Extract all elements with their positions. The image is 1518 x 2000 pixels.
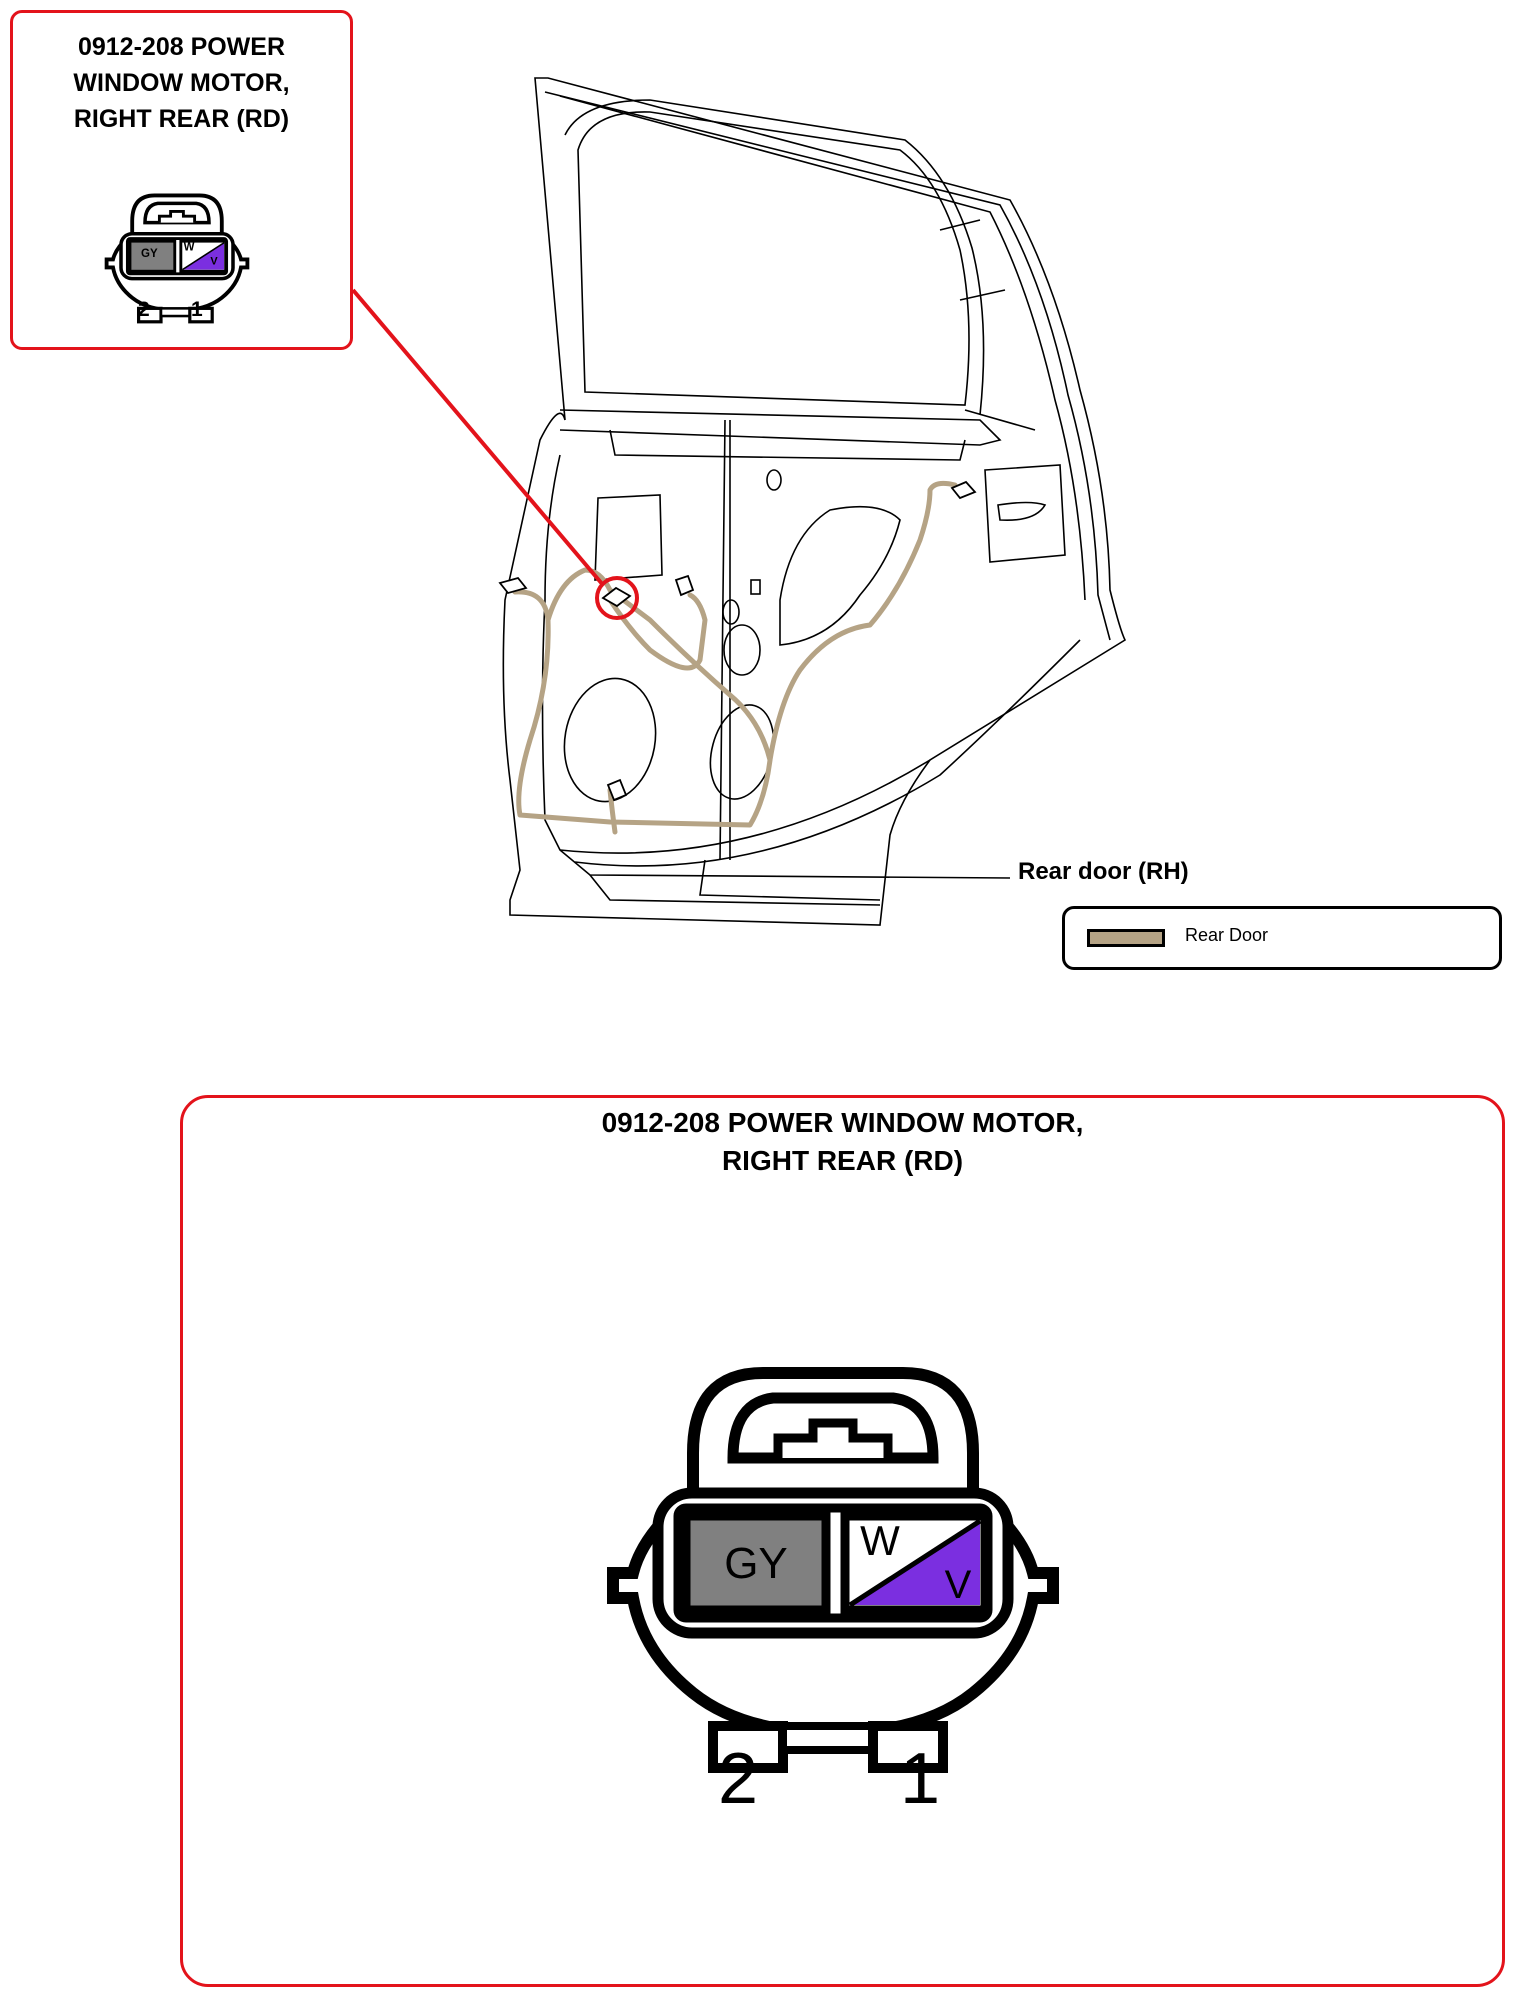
- callout-title-line3: RIGHT REAR (RD): [73, 105, 290, 133]
- callout-title: 0912-208 POWER WINDOW MOTOR, RIGHT REAR …: [13, 29, 350, 137]
- legend-label-rear-door: Rear Door: [1185, 925, 1269, 945]
- detail-title-line1: 0912-208 POWER WINDOW MOTOR,: [601, 1107, 1084, 1138]
- callout-title-line1: 0912-208 POWER: [77, 33, 286, 61]
- connector-highlight-circle: [595, 576, 639, 620]
- callout-title-line2: WINDOW MOTOR,: [73, 69, 290, 97]
- detail-pin-1-label: 1: [900, 1739, 941, 1819]
- detail-box: 0912-208 POWER WINDOW MOTOR, RIGHT REAR …: [180, 1095, 1505, 1987]
- legend-box: Rear Door: [1062, 906, 1502, 970]
- cavity-2-wire-color: GY: [724, 1539, 788, 1588]
- callout-pin-1-label: 1: [191, 298, 203, 321]
- thumb-cavity-1-wire-color-primary: W: [184, 242, 195, 254]
- cavity-1-wire-color-primary: W: [860, 1517, 900, 1564]
- connector-face-view: GY W V: [583, 1323, 1083, 1783]
- thumb-cavity-1-wire-color-stripe: V: [210, 255, 218, 267]
- connector-thumbnail-labels: GY W V: [141, 242, 218, 268]
- detail-title: 0912-208 POWER WINDOW MOTOR, RIGHT REAR …: [183, 1104, 1502, 1180]
- callout-pin-2-label: 2: [138, 298, 150, 321]
- thumb-cavity-2-wire-color: GY: [141, 248, 158, 260]
- legend-swatch-rear-door: [1087, 929, 1165, 947]
- rear-door-diagram: [351, 77, 1127, 926]
- detail-pin-2-label: 2: [718, 1739, 759, 1819]
- detail-title-line2: RIGHT REAR (RD): [721, 1145, 964, 1176]
- callout-leader-line: [351, 288, 605, 587]
- legend-title: Rear door (RH): [1018, 858, 1189, 885]
- cavity-1-wire-color-stripe: V: [945, 1563, 972, 1607]
- callout-box: 0912-208 POWER WINDOW MOTOR, RIGHT REAR …: [10, 10, 353, 350]
